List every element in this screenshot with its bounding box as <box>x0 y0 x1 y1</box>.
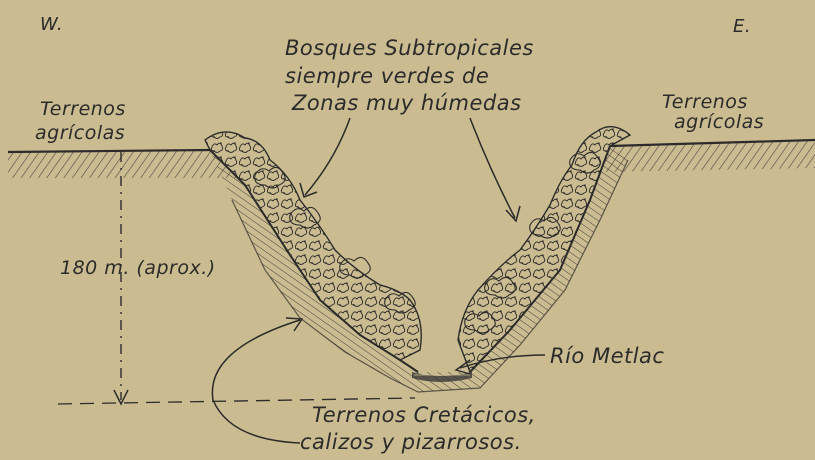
east-label: E. <box>733 18 751 36</box>
farmland-left-line2: agrícolas <box>35 124 125 143</box>
forest-label-arrows <box>300 118 520 221</box>
geology-label-arrow <box>212 318 302 443</box>
farmland-right-line1: Terrenos <box>662 93 748 112</box>
farmland-right-line2: agrícolas <box>674 113 764 132</box>
right-ground-surface <box>600 140 815 172</box>
geology-label-line1: Terrenos Cretácicos, <box>312 405 536 426</box>
west-label: W. <box>40 16 63 34</box>
left-ground-surface <box>8 150 236 178</box>
forest-label-line3: Zonas muy húmedas <box>292 93 522 114</box>
depth-label: 180 m. (aprox.) <box>60 259 216 278</box>
forest-label-line2: siempre verdes de <box>285 66 489 87</box>
right-forest-foliage <box>458 127 630 372</box>
river-label: Río Metlac <box>550 346 664 367</box>
forest-label-line1: Bosques Subtropicales <box>285 38 534 59</box>
geology-label-line2: calizos y pizarrosos. <box>300 432 522 453</box>
farmland-left-line1: Terrenos <box>40 100 126 119</box>
